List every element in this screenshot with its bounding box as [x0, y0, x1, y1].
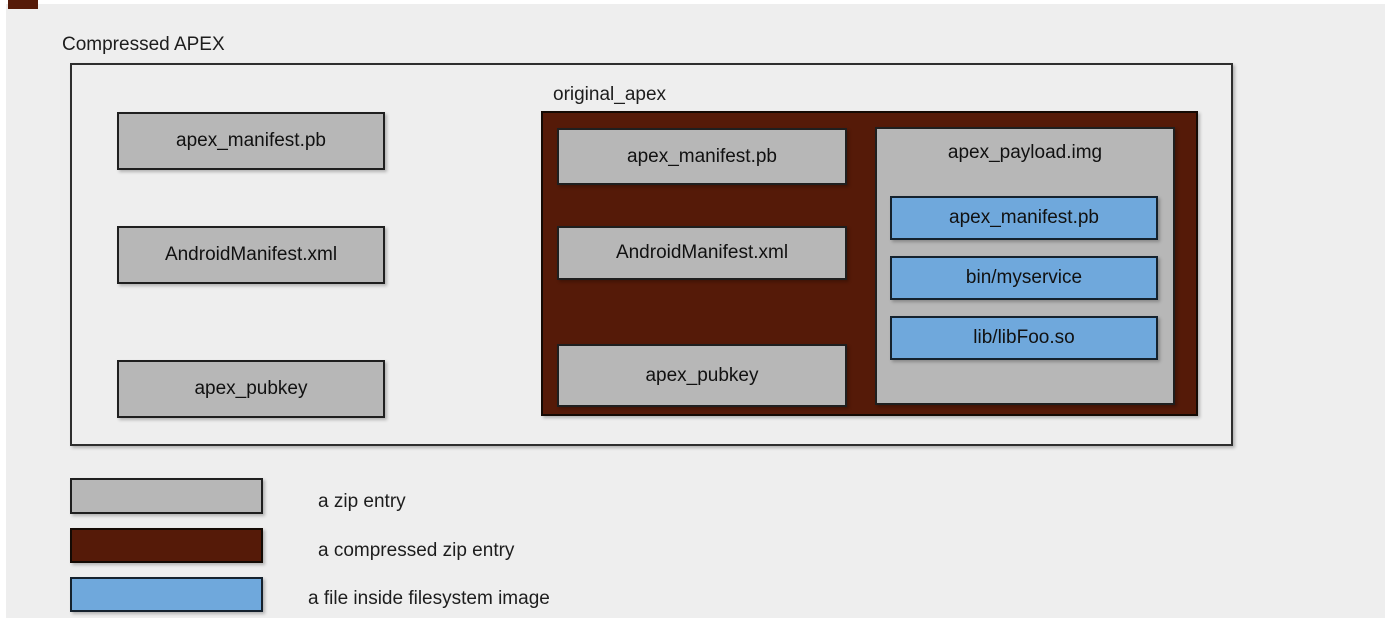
zip-entry-apex-pubkey: apex_pubkey	[117, 360, 385, 418]
fs-file-label: bin/myservice	[965, 267, 1083, 288]
fs-file-apex-manifest-pb: apex_manifest.pb	[890, 196, 1158, 240]
legend-label-filesystem-file: a file inside filesystem image	[308, 588, 550, 609]
compressed-apex-container	[70, 63, 1233, 446]
original-apex-label: original_apex	[553, 84, 667, 105]
diagram-title: Compressed APEX	[62, 34, 225, 55]
legend-label-compressed-zip-entry: a compressed zip entry	[318, 540, 515, 561]
original-apex-zip-entry-apex-manifest-pb: apex_manifest.pb	[557, 128, 847, 185]
cropped-red-bar-artifact	[8, 0, 38, 9]
legend-label-zip-entry: a zip entry	[318, 491, 406, 512]
zip-entry-label: AndroidManifest.xml	[615, 242, 789, 263]
fs-file-lib-libfoo-so: lib/libFoo.so	[890, 316, 1158, 360]
zip-entry-label: apex_manifest.pb	[176, 130, 326, 151]
zip-entry-android-manifest-xml: AndroidManifest.xml	[117, 226, 385, 284]
zip-entry-label: apex_pubkey	[194, 378, 308, 399]
original-apex-zip-entry-apex-pubkey: apex_pubkey	[557, 344, 847, 407]
legend-swatch-zip-entry	[70, 478, 263, 514]
fs-file-label: lib/libFoo.so	[973, 327, 1075, 348]
apex-payload-img-label: apex_payload.img	[947, 142, 1103, 163]
fs-file-label: apex_manifest.pb	[949, 207, 1099, 228]
legend-swatch-compressed-zip-entry	[70, 528, 263, 563]
zip-entry-label: apex_manifest.pb	[627, 145, 777, 167]
zip-entry-label: AndroidManifest.xml	[164, 244, 338, 265]
zip-entry-apex-manifest-pb: apex_manifest.pb	[117, 112, 385, 170]
fs-file-bin-myservice: bin/myservice	[890, 256, 1158, 300]
legend: a zip entry a compressed zip entry a fil…	[0, 460, 1390, 624]
zip-entry-label: apex_pubkey	[645, 364, 759, 386]
original-apex-zip-entry-android-manifest-xml: AndroidManifest.xml	[557, 226, 847, 280]
legend-swatch-filesystem-file	[70, 577, 263, 612]
